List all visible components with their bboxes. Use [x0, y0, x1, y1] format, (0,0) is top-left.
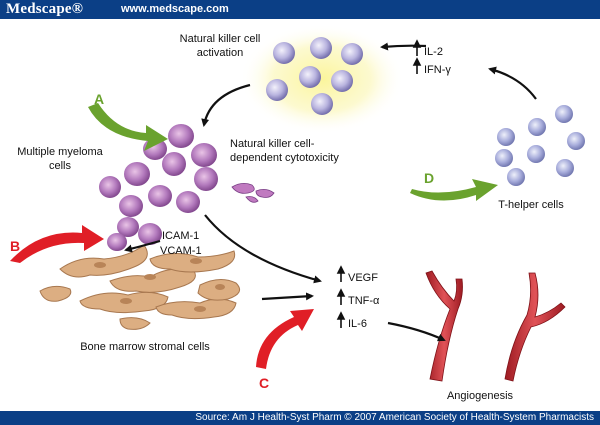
arrow-a: [88, 103, 168, 151]
medscape-logo: Medscape®: [6, 1, 84, 17]
blood-vessels: [425, 270, 566, 382]
adhesion-icam1: ICAM-1: [162, 230, 199, 242]
arrow-b: [10, 225, 104, 263]
nk-activation-label-2: activation: [197, 47, 243, 59]
lysed-cells: [231, 183, 275, 203]
cytokine-il2: IL-2: [424, 46, 443, 58]
site-url: www.medscape.com: [121, 3, 229, 15]
label-c: C: [259, 375, 269, 391]
stromal-nuclei: [94, 258, 225, 312]
myeloma-label-1: Multiple myeloma: [17, 146, 103, 158]
myeloma-label-2: cells: [49, 160, 72, 172]
arrow-d: [410, 179, 498, 201]
label-a: A: [94, 91, 104, 107]
nk-cells: [266, 37, 363, 115]
myeloma-cells: [99, 124, 218, 251]
cytokine-il6: IL-6: [348, 318, 367, 330]
diagram: Natural killer cell activation IL-2 IFN-…: [10, 24, 585, 402]
cytokine-tnfa: TNF-α: [348, 295, 380, 307]
label-b: B: [10, 238, 20, 254]
angiogenesis-label: Angiogenesis: [447, 390, 514, 402]
cytotoxicity-label-1: Natural killer cell-: [230, 138, 315, 150]
cytokine-ifng: IFN-γ: [424, 64, 451, 76]
footer-bar: Source: Am J Health-Syst Pharm © 2007 Am…: [0, 411, 600, 425]
stromal-label: Bone marrow stromal cells: [80, 341, 210, 353]
t-helper-cells: [495, 105, 585, 186]
cytotoxicity-label-2: dependent cytotoxicity: [230, 152, 339, 164]
nk-activation-label-1: Natural killer cell: [180, 33, 261, 45]
up-arrows: [336, 39, 422, 328]
arrow-c: [256, 309, 314, 369]
t-helper-label: T-helper cells: [498, 199, 564, 211]
drug-arrows: [10, 103, 498, 369]
source-citation: Source: Am J Health-Syst Pharm © 2007 Am…: [195, 412, 594, 423]
header-bar: Medscape® www.medscape.com: [0, 0, 600, 19]
adhesion-vcam1: VCAM-1: [160, 245, 202, 257]
label-d: D: [424, 170, 434, 186]
pathway-arrows: [124, 42, 537, 342]
stromal-cells: [39, 244, 241, 330]
cytokine-vegf: VEGF: [348, 272, 378, 284]
